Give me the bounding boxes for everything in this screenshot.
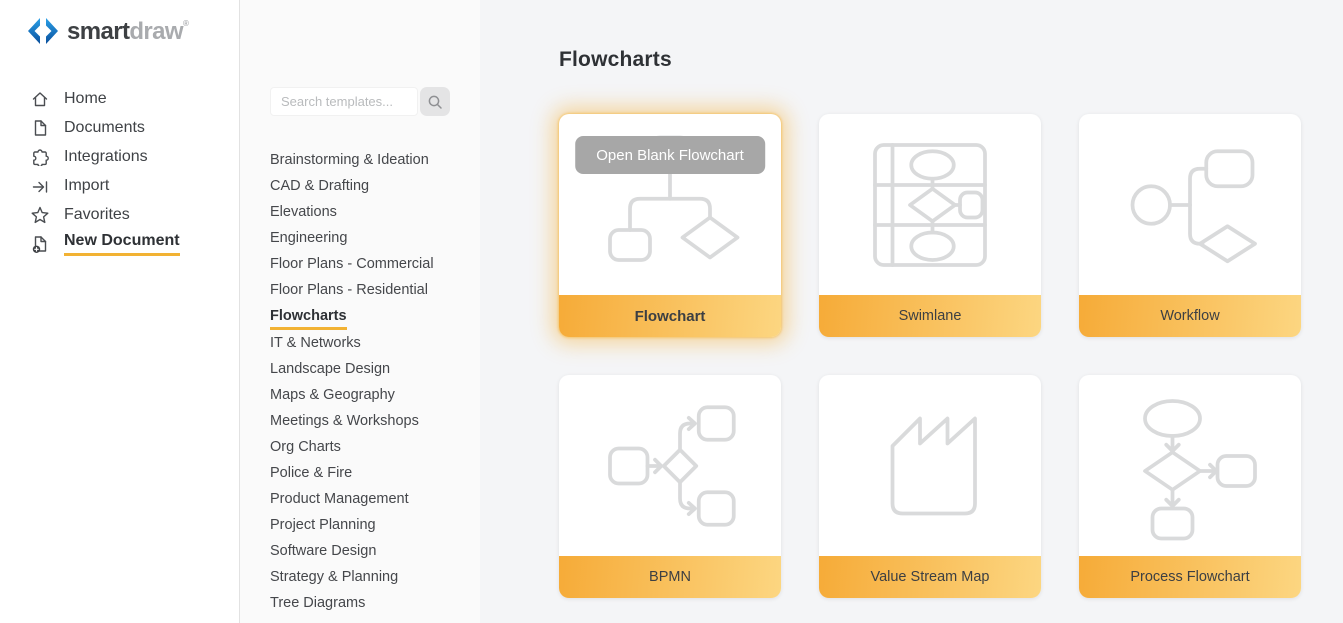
document-icon	[34, 119, 47, 136]
category-landscape-design[interactable]: Landscape Design	[270, 361, 391, 377]
open-blank-flowchart-button[interactable]: Open Blank Flowchart	[575, 136, 765, 174]
sidebar-item-integrations[interactable]: Integrations	[0, 142, 239, 171]
sidebar-item-favorites[interactable]: Favorites	[0, 200, 239, 229]
category-floor-plans-commercial[interactable]: Floor Plans - Commercial	[270, 256, 434, 272]
search-icon	[428, 95, 442, 109]
category-elevations[interactable]: Elevations	[270, 204, 337, 220]
page-title: Flowcharts	[559, 48, 672, 71]
category-list: Brainstorming & Ideation CAD & Drafting …	[270, 147, 480, 616]
bpmn-icon	[608, 404, 736, 527]
import-arrow-icon	[32, 180, 48, 193]
template-card-label: BPMN	[559, 556, 781, 598]
category-software-design[interactable]: Software Design	[270, 543, 377, 559]
category-engineering[interactable]: Engineering	[270, 230, 348, 246]
puzzle-icon	[33, 148, 49, 166]
template-card-label: Flowchart	[559, 295, 781, 337]
category-floor-plans-residential[interactable]: Floor Plans - Residential	[270, 282, 428, 298]
template-card-swimlane[interactable]: Swimlane	[819, 114, 1041, 337]
category-maps-geography[interactable]: Maps & Geography	[270, 387, 395, 403]
workflow-icon	[1130, 148, 1257, 263]
category-flowcharts[interactable]: Flowcharts	[270, 303, 480, 330]
sidebar-item-new-document[interactable]: New Document	[0, 229, 239, 258]
star-icon	[31, 206, 49, 223]
category-meetings-workshops[interactable]: Meetings & Workshops	[270, 413, 419, 429]
search-input[interactable]	[270, 87, 418, 116]
smartdraw-logo[interactable]: smartdraw®	[28, 17, 239, 47]
sidebar-item-home[interactable]: Home	[0, 84, 239, 113]
template-card-label: Process Flowchart	[1079, 556, 1301, 598]
sidebar: smartdraw® Home Documents Integrations	[0, 0, 240, 623]
smartdraw-logo-text: smartdraw®	[67, 18, 189, 45]
template-card-label: Swimlane	[819, 295, 1041, 337]
sidebar-item-import[interactable]: Import	[0, 171, 239, 200]
home-icon	[32, 91, 48, 106]
category-strategy-planning[interactable]: Strategy & Planning	[270, 569, 399, 585]
template-card-label: Workflow	[1079, 295, 1301, 337]
template-card-value-stream-map[interactable]: Value Stream Map	[819, 375, 1041, 598]
category-police-fire[interactable]: Police & Fire	[270, 465, 353, 481]
template-card-label: Value Stream Map	[819, 556, 1041, 598]
template-grid: Open Blank Flowchart Flowchart	[559, 114, 1343, 598]
process-flowchart-icon	[1143, 398, 1257, 540]
category-product-management[interactable]: Product Management	[270, 491, 409, 507]
swimlane-icon	[873, 142, 987, 267]
category-project-planning[interactable]: Project Planning	[270, 517, 376, 533]
category-org-charts[interactable]: Org Charts	[270, 439, 341, 455]
value-stream-map-icon	[890, 416, 977, 515]
search-button[interactable]	[420, 87, 450, 116]
smartdraw-logo-icon	[28, 18, 58, 44]
template-card-flowchart[interactable]: Open Blank Flowchart Flowchart	[559, 114, 781, 337]
new-document-icon	[32, 235, 47, 253]
template-categories-panel: Brainstorming & Ideation CAD & Drafting …	[240, 0, 480, 623]
sidebar-nav: Home Documents Integrations Import	[0, 84, 239, 258]
category-cad-drafting[interactable]: CAD & Drafting	[270, 178, 370, 194]
category-it-networks[interactable]: IT & Networks	[270, 335, 361, 351]
category-tree-diagrams[interactable]: Tree Diagrams	[270, 595, 366, 611]
category-brainstorming-ideation[interactable]: Brainstorming & Ideation	[270, 152, 429, 168]
main-content: Flowcharts Open Blank Flowchart Flowchar…	[480, 0, 1343, 623]
template-card-bpmn[interactable]: BPMN	[559, 375, 781, 598]
template-search	[270, 87, 480, 116]
template-card-workflow[interactable]: Workflow	[1079, 114, 1301, 337]
sidebar-item-documents[interactable]: Documents	[0, 113, 239, 142]
template-card-process-flowchart[interactable]: Process Flowchart	[1079, 375, 1301, 598]
